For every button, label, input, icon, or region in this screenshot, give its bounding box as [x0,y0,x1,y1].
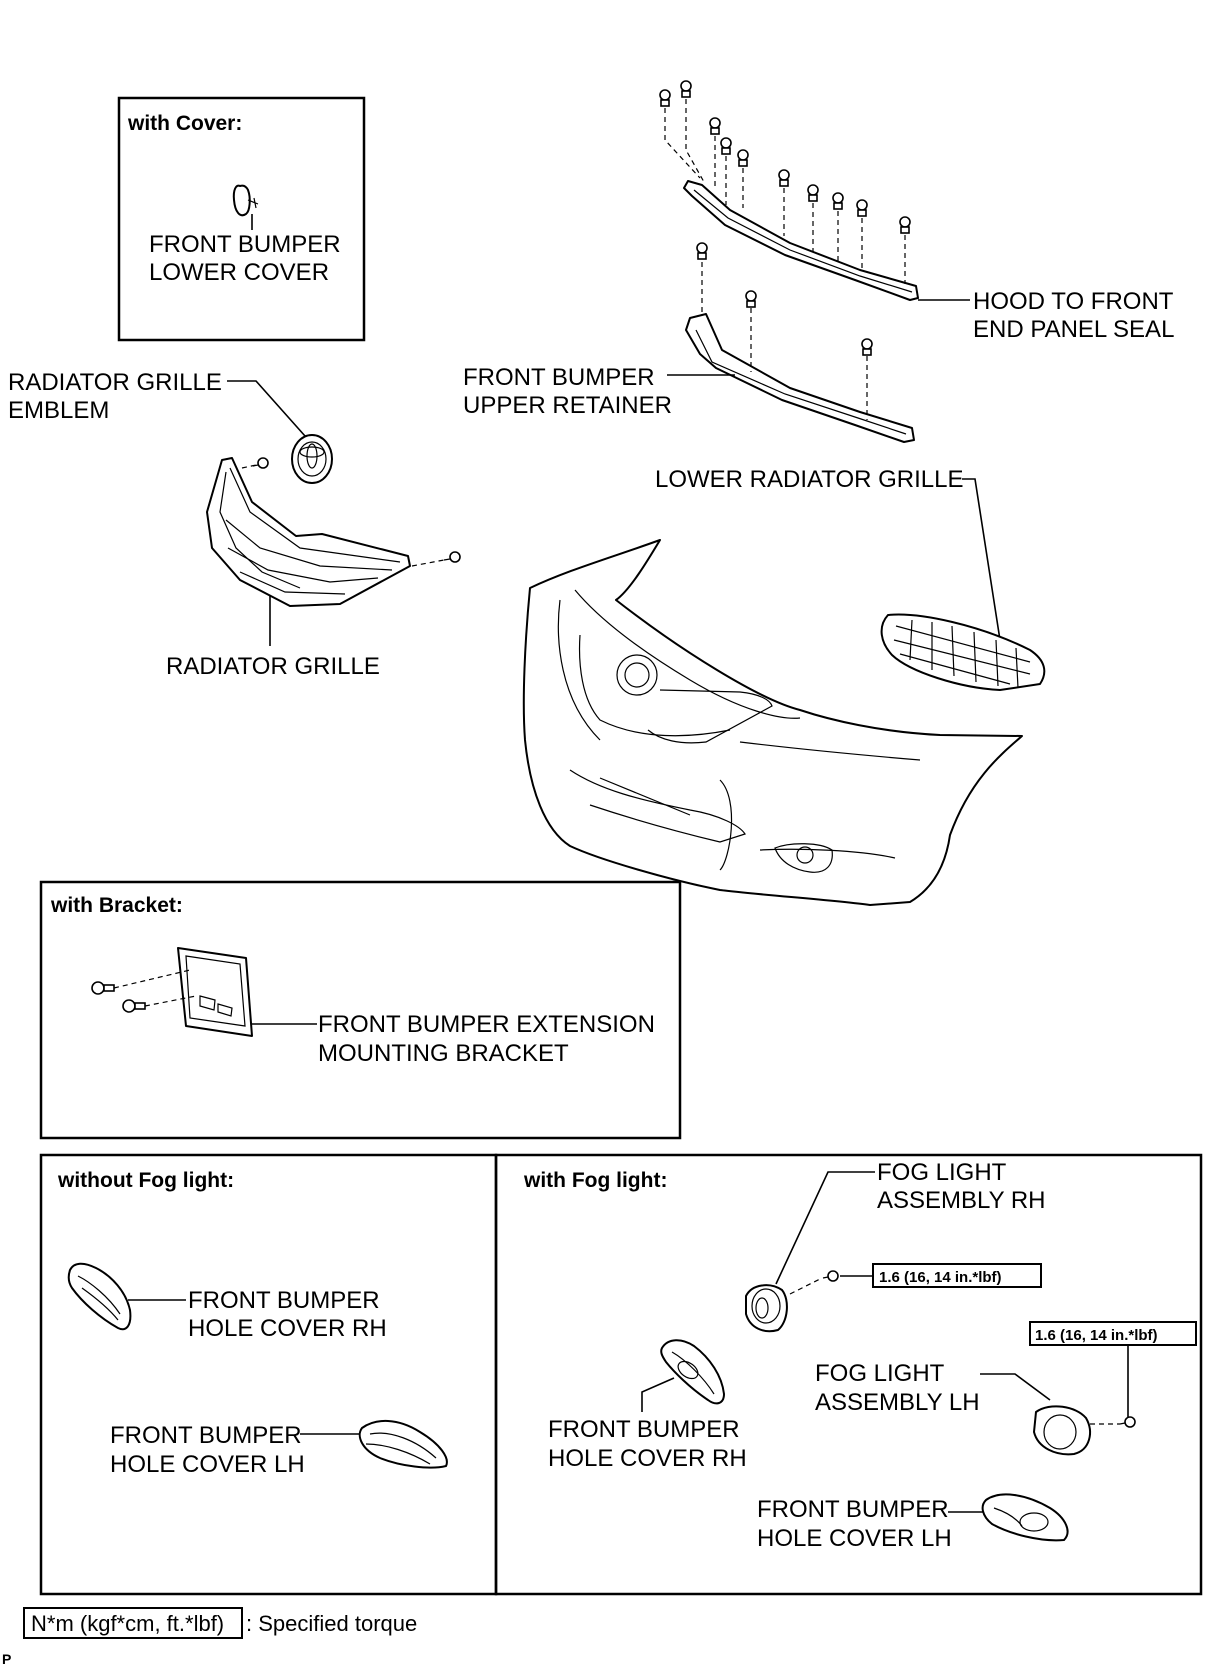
torque-fog-lh: 1.6 (16, 14 in.*lbf) [1035,1327,1158,1344]
hole-cover-lh-part-fog [981,1493,1069,1542]
fog-rh-label-1: FOG LIGHT [877,1159,1007,1186]
torque-box-fog-lh: 1.6 (16, 14 in.*lbf) [1029,1321,1197,1346]
grille-emblem-label-2: EMBLEM [8,397,109,424]
lower-cover-label-1: FRONT BUMPER [149,231,341,258]
with-fog-box: with Fog light: FOG LIGHT ASSEMBLY RH 1.… [494,1153,1203,1596]
nofog-hole-cover-lh-label-1: FRONT BUMPER [110,1422,302,1449]
front-bumper-cover [522,539,1023,906]
radiator-grille-label: RADIATOR GRILLE [166,653,380,680]
hole-cover-rh-part-nf [67,1262,132,1331]
hood-seal-group: HOOD TO FRONT END PANEL SEAL [659,80,1174,343]
torque-box-fog-rh: 1.6 (16, 14 in.*lbf) [872,1263,1042,1288]
lower-radiator-grille-group: LOWER RADIATOR GRILLE [655,466,1046,691]
upper-retainer-label-2: UPPER RETAINER [463,392,672,419]
upper-retainer-group: FRONT BUMPER UPPER RETAINER [463,242,915,443]
fog-lh-label-1: FOG LIGHT [815,1360,945,1387]
torque-fog-rh: 1.6 (16, 14 in.*lbf) [879,1269,1002,1286]
legend-symbol: N*m (kgf*cm, ft.*lbf) [31,1611,224,1636]
bracket-bolt-2 [122,999,146,1013]
hole-cover-rh-part-fog [660,1339,725,1405]
grille-screw-side [443,551,461,563]
nofog-hole-cover-rh-label-2: HOLE COVER RH [188,1315,387,1342]
fog-light-rh-part [745,1284,788,1333]
lower-grille-part [880,613,1046,691]
with-fog-title: with Fog light: [523,1169,667,1192]
radiator-grille-part [206,457,411,607]
fog-rh-label-2: ASSEMBLY RH [877,1187,1046,1214]
grille-emblem-group: RADIATOR GRILLE EMBLEM [8,369,333,484]
with-bracket-box: with Bracket: FRONT BUMPER EXTENSION MOU… [39,880,682,1140]
fog-lh-label-2: ASSEMBLY LH [815,1389,980,1416]
extension-bracket-label-1: FRONT BUMPER EXTENSION [318,1011,655,1038]
upper-retainer-part [685,313,915,443]
fog-hole-cover-rh-label-2: HOLE COVER RH [548,1445,747,1472]
fog-lh-screw [1119,1416,1136,1428]
hood-seal-label-2: END PANEL SEAL [973,316,1174,343]
footer-code: P [2,1651,11,1667]
nofog-hole-cover-lh-label-2: HOLE COVER LH [110,1451,305,1478]
grille-emblem-part [291,434,333,484]
torque-legend: N*m (kgf*cm, ft.*lbf) : Specified torque [23,1607,417,1639]
with-cover-title: with Cover: [127,112,242,135]
grille-emblem-label-1: RADIATOR GRILLE [8,369,222,396]
fog-hole-cover-lh-label-1: FRONT BUMPER [757,1496,949,1523]
extension-bracket-label-2: MOUNTING BRACKET [318,1040,569,1067]
hood-seal-clips [659,80,911,234]
with-bracket-title: with Bracket: [50,894,183,917]
hole-cover-lh-part-nf [358,1419,448,1469]
without-fog-title: without Fog light: [57,1169,234,1192]
fog-light-lh-part [1033,1405,1091,1456]
extension-bracket-part [177,947,253,1037]
upper-retainer-label-1: FRONT BUMPER [463,364,655,391]
lower-grille-label: LOWER RADIATOR GRILLE [655,466,964,493]
radiator-grille-group: RADIATOR GRILLE [166,457,461,680]
with-cover-box: with Cover: FRONT BUMPER LOWER COVER [117,96,366,342]
nofog-hole-cover-rh-label-1: FRONT BUMPER [188,1287,380,1314]
hood-seal-part [683,180,919,301]
fog-hole-cover-rh-label-1: FRONT BUMPER [548,1416,740,1443]
lower-cover-label-2: LOWER COVER [149,259,329,286]
fog-rh-screw [822,1270,839,1282]
hood-seal-label-1: HOOD TO FRONT [973,288,1174,315]
bracket-bolt-1 [91,981,115,995]
grille-screw-upper [252,457,269,469]
lower-cover-part [232,184,259,217]
fog-hole-cover-lh-label-2: HOLE COVER LH [757,1525,952,1552]
without-fog-box: without Fog light: FRONT BUMPER HOLE COV… [39,1153,498,1596]
legend-text: : Specified torque [246,1611,417,1636]
